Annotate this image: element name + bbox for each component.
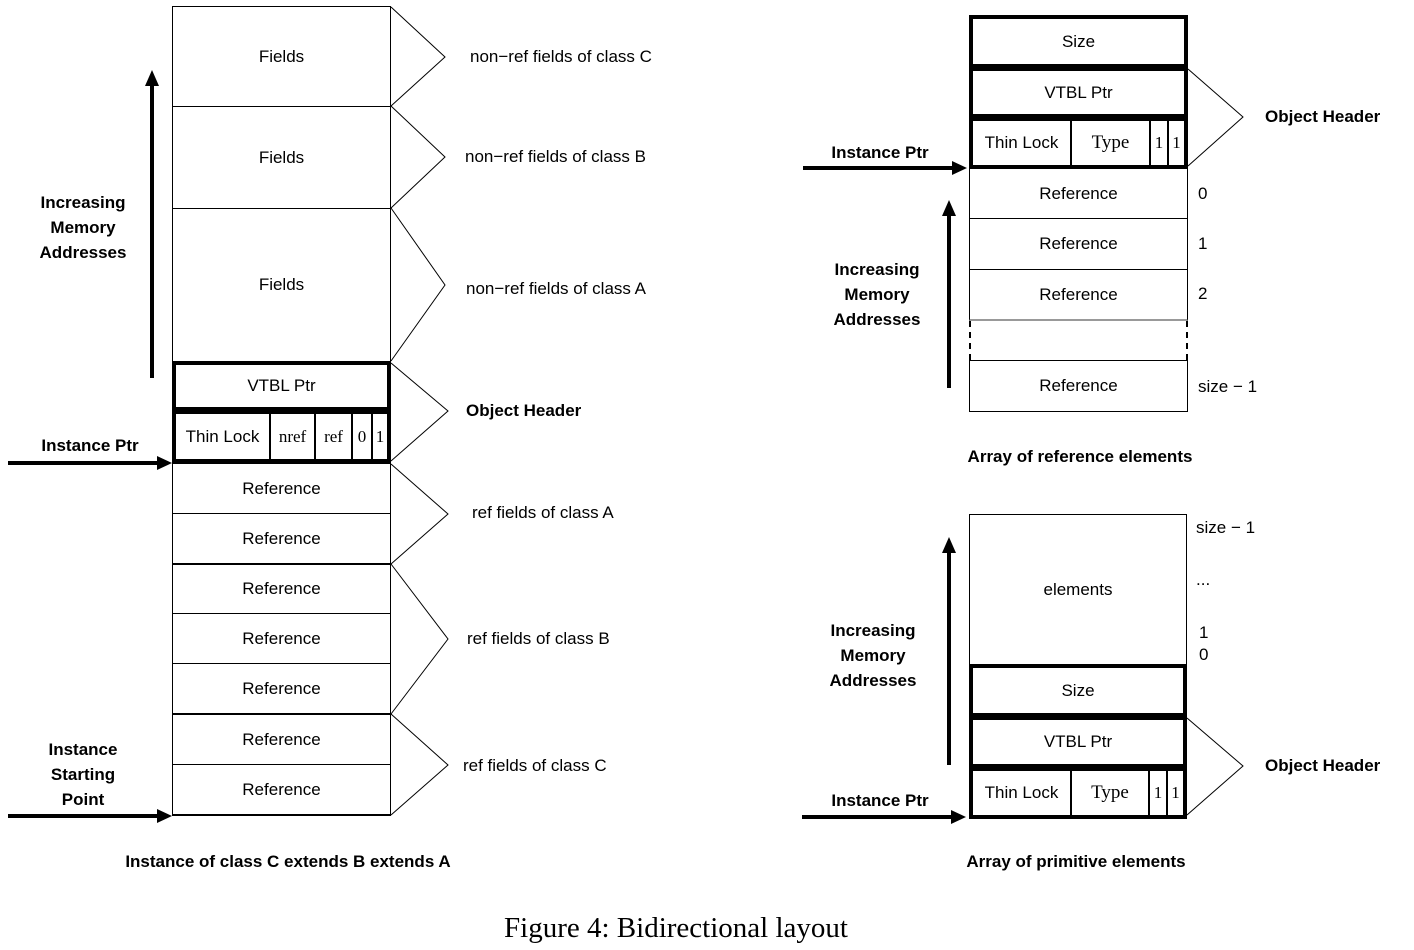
reference-label: Reference bbox=[1039, 376, 1118, 395]
reference-label: Reference bbox=[242, 628, 321, 648]
size-label: Size bbox=[1061, 680, 1095, 700]
reference-label: Reference bbox=[242, 729, 321, 749]
ref-b-chevron-icon bbox=[390, 563, 449, 715]
reference-row: Reference bbox=[969, 218, 1188, 270]
elements-box: elements bbox=[969, 514, 1187, 665]
elements-label: elements bbox=[1043, 579, 1113, 599]
up-arrow-icon bbox=[942, 200, 956, 388]
increasing-memory-label: Increasing Memory Addresses bbox=[833, 260, 921, 329]
up-arrow-icon bbox=[145, 70, 159, 378]
fields-label: Fields bbox=[258, 46, 305, 66]
reference-row: Reference bbox=[172, 764, 391, 816]
fields-label: Fields bbox=[258, 275, 305, 294]
increasing-memory-label: Increasing Memory Addresses bbox=[39, 193, 127, 262]
instance-ptr-label: Instance Ptr bbox=[831, 143, 929, 162]
flag-cell: 1 bbox=[1148, 771, 1166, 815]
reference-row: Reference bbox=[969, 360, 1188, 412]
thin-lock-row: Thin Lock Type 1 1 bbox=[969, 767, 1187, 819]
reference-label: Reference bbox=[242, 679, 321, 698]
array-ellipsis-gap bbox=[969, 321, 1188, 360]
reference-label: Reference bbox=[242, 779, 321, 799]
reference-label: Reference bbox=[1039, 234, 1118, 253]
fields-b-chevron-icon bbox=[390, 105, 446, 209]
instance-diagram-caption: Instance of class C extends B extends A bbox=[125, 852, 451, 871]
object-header-chevron-icon bbox=[1187, 68, 1244, 167]
fields-annotation: non−ref fields of class B bbox=[465, 147, 646, 166]
fields-box: Fields bbox=[172, 208, 391, 362]
fields-a-chevron-icon bbox=[390, 207, 446, 362]
size-box: Size bbox=[969, 15, 1188, 68]
reference-row: Reference bbox=[172, 563, 391, 614]
reference-row: Reference bbox=[172, 463, 391, 514]
fields-c-chevron-icon bbox=[390, 6, 446, 107]
reference-label: Reference bbox=[1039, 284, 1118, 304]
array-index-label: 2 bbox=[1198, 284, 1208, 303]
reference-label: Reference bbox=[242, 528, 321, 548]
up-arrow-icon bbox=[942, 537, 956, 765]
ref-array-caption: Array of reference elements bbox=[967, 447, 1193, 466]
fields-box: Fields bbox=[172, 6, 391, 107]
reference-row: Reference bbox=[172, 513, 391, 564]
vtbl-ptr-box: VTBL Ptr bbox=[969, 716, 1187, 768]
reference-row: Reference bbox=[172, 613, 391, 664]
instance-ptr-label: Instance Ptr bbox=[831, 791, 929, 810]
type-cell: Type bbox=[1070, 771, 1148, 815]
fields-box: Fields bbox=[172, 106, 391, 209]
reference-label: Reference bbox=[242, 478, 321, 498]
ref-cell: ref bbox=[314, 414, 351, 459]
thin-lock-cell: Thin Lock bbox=[185, 426, 260, 446]
vtbl-ptr-label: VTBL Ptr bbox=[1044, 82, 1113, 102]
increasing-memory-label: Increasing Memory Addresses bbox=[829, 621, 917, 690]
array-index-label: size − 1 bbox=[1196, 518, 1256, 537]
vtbl-ptr-label: VTBL Ptr bbox=[247, 376, 316, 395]
reference-label: Reference bbox=[1039, 183, 1118, 203]
array-index-label: 0 bbox=[1198, 184, 1208, 203]
flag-cell: 1 bbox=[371, 414, 387, 459]
instance-ptr-label: Instance Ptr bbox=[41, 436, 139, 455]
reference-label: Reference bbox=[242, 579, 321, 598]
flag-cell: 1 bbox=[1149, 121, 1167, 165]
flag-cell: 1 bbox=[1166, 771, 1183, 815]
array-index-label: size − 1 bbox=[1198, 377, 1258, 396]
reference-row: Reference bbox=[172, 663, 391, 715]
array-index-label: ... bbox=[1196, 570, 1211, 589]
flag-cell: 1 bbox=[1167, 121, 1184, 165]
nref-cell: nref bbox=[269, 414, 314, 459]
fields-label: Fields bbox=[258, 147, 305, 167]
instance-starting-point-label: Instance Starting Point bbox=[48, 740, 118, 809]
object-header-label: Object Header bbox=[1265, 107, 1381, 126]
vtbl-ptr-label: VTBL Ptr bbox=[1043, 732, 1113, 751]
fields-annotation: non−ref fields of class C bbox=[470, 47, 652, 66]
array-index-label: 1 bbox=[1199, 623, 1209, 642]
vtbl-ptr-box: VTBL Ptr bbox=[172, 361, 391, 411]
instance-ptr-arrow-icon bbox=[8, 456, 172, 470]
object-header-label: Object Header bbox=[1265, 756, 1381, 775]
object-header-chevron-icon bbox=[1186, 717, 1244, 816]
reference-row: Reference bbox=[969, 168, 1188, 219]
flag-cell: 0 bbox=[351, 414, 371, 459]
ref-fields-annotation: ref fields of class B bbox=[467, 629, 610, 648]
array-index-label: 1 bbox=[1198, 234, 1208, 253]
type-cell: Type bbox=[1070, 121, 1149, 165]
size-box: Size bbox=[969, 664, 1187, 717]
fields-annotation: non−ref fields of class A bbox=[466, 279, 647, 298]
thin-lock-cell: Thin Lock bbox=[984, 133, 1059, 152]
size-label: Size bbox=[1061, 31, 1096, 51]
reference-row: Reference bbox=[969, 269, 1188, 321]
thin-lock-row: Thin Lock Type 1 1 bbox=[969, 117, 1188, 169]
vtbl-ptr-box: VTBL Ptr bbox=[969, 67, 1188, 118]
ref-c-chevron-icon bbox=[390, 713, 449, 816]
object-header-label: Object Header bbox=[466, 401, 582, 420]
ref-a-chevron-icon bbox=[390, 463, 449, 565]
ref-fields-annotation: ref fields of class C bbox=[463, 756, 607, 775]
ref-fields-annotation: ref fields of class A bbox=[472, 503, 614, 522]
prim-array-caption: Array of primitive elements bbox=[966, 852, 1186, 871]
thin-lock-row: Thin Lock nref ref 0 1 bbox=[172, 410, 391, 463]
figure-caption: Figure 4: Bidirectional layout bbox=[504, 912, 848, 944]
array-index-label: 0 bbox=[1199, 645, 1209, 664]
reference-row: Reference bbox=[172, 713, 391, 765]
object-header-chevron-icon bbox=[390, 362, 449, 462]
thin-lock-cell: Thin Lock bbox=[984, 783, 1059, 802]
